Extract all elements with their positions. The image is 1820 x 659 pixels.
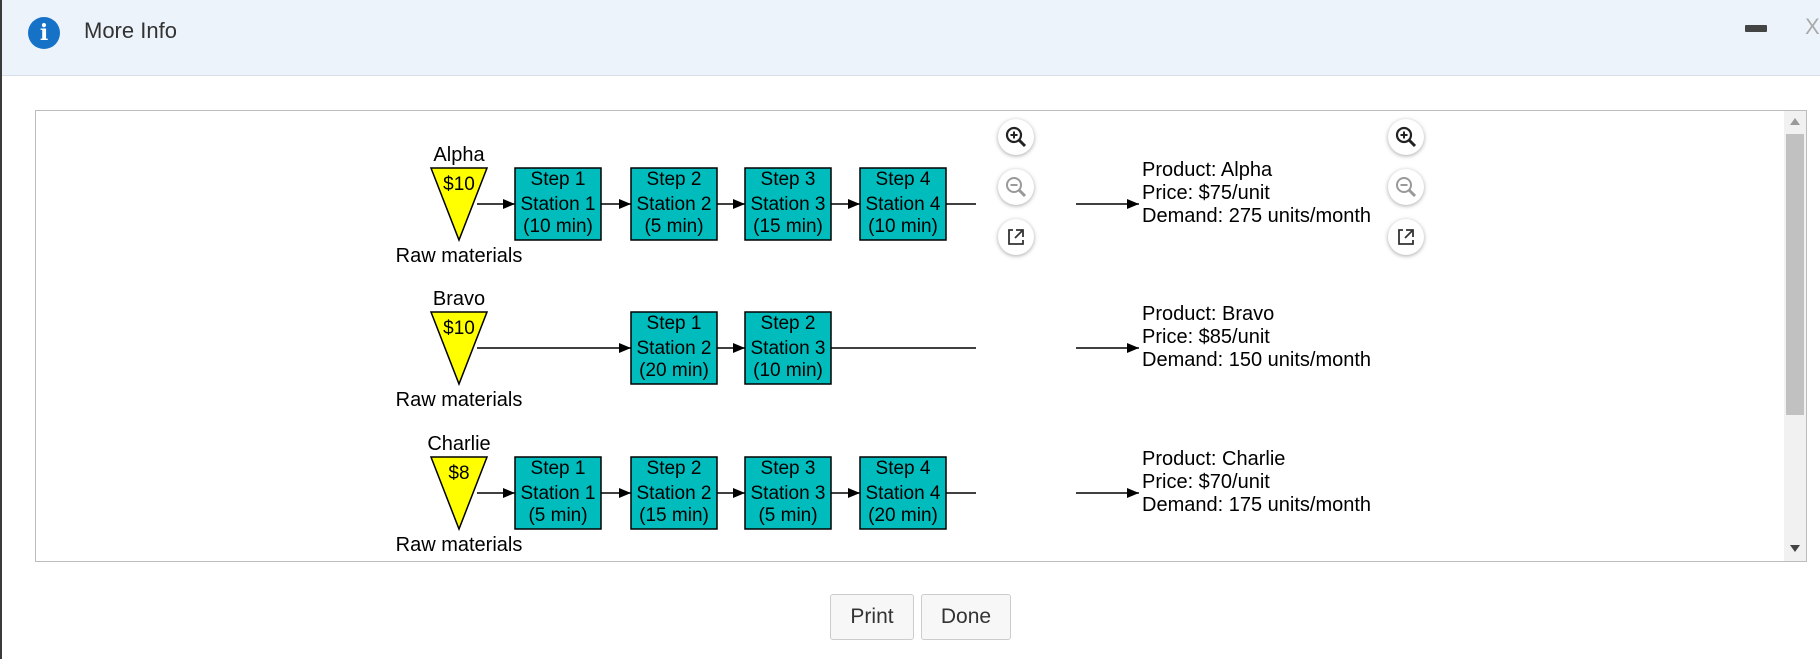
zoom-out-button[interactable]: [1388, 169, 1424, 205]
close-button[interactable]: X: [1805, 14, 1820, 39]
step-label: Step 4: [876, 458, 931, 479]
step-time-label: (10 min): [523, 216, 593, 237]
station-box: [744, 456, 832, 530]
step-label: Step 4: [876, 169, 931, 190]
station-box: [514, 456, 602, 530]
done-button[interactable]: Done: [921, 594, 1011, 640]
open-external-icon: [1398, 229, 1414, 245]
step-time-label: (20 min): [639, 360, 709, 381]
step-time-label: (15 min): [753, 216, 823, 237]
step-label: Step 1: [647, 313, 702, 334]
raw-material-triangle: [429, 456, 489, 532]
open-external-button[interactable]: [1388, 219, 1424, 255]
minimize-icon[interactable]: [1745, 25, 1767, 32]
step-label: Step 1: [531, 458, 586, 479]
step-label: Step 2: [647, 169, 702, 190]
station-box: [630, 311, 718, 385]
open-external-button[interactable]: [998, 219, 1034, 255]
station-box: [859, 456, 947, 530]
product-info-line: Demand: 175 units/month: [1142, 494, 1371, 516]
scroll-up-arrow-icon[interactable]: [1790, 118, 1800, 125]
step-time-label: (20 min): [868, 505, 938, 526]
station-label: Station 2: [637, 194, 712, 215]
product-name-label: Alpha: [433, 144, 485, 166]
raw-material-cost: $10: [443, 174, 475, 195]
product-info-line: Price: $70/unit: [1142, 471, 1270, 493]
vertical-scrollbar[interactable]: [1784, 111, 1806, 561]
station-box: [514, 167, 602, 241]
scrollbar-thumb[interactable]: [1786, 134, 1804, 415]
product-info-line: Demand: 275 units/month: [1142, 205, 1371, 227]
product-info-line: Product: Charlie: [1142, 448, 1285, 470]
open-external-icon: [1008, 229, 1024, 245]
product-name-label: Bravo: [433, 288, 485, 310]
station-box: [630, 167, 718, 241]
station-label: Station 3: [751, 483, 826, 504]
station-box: [859, 167, 947, 241]
step-label: Step 2: [761, 313, 816, 334]
window-edge: [0, 0, 2, 659]
raw-material-cost: $10: [443, 318, 475, 339]
station-label: Station 4: [866, 483, 941, 504]
zoom-out-button[interactable]: [998, 169, 1034, 205]
zoom-out-icon: [1006, 177, 1027, 198]
zoom-in-icon: [1005, 126, 1027, 148]
step-time-label: (5 min): [758, 505, 817, 526]
zoom-in-button[interactable]: [1388, 119, 1424, 155]
step-label: Step 3: [761, 169, 816, 190]
print-button[interactable]: Print: [830, 594, 914, 640]
step-label: Step 2: [647, 458, 702, 479]
raw-material-cost: $8: [448, 463, 469, 484]
scroll-down-arrow-icon[interactable]: [1790, 545, 1800, 552]
raw-materials-label: Raw materials: [396, 389, 523, 411]
step-label: Step 1: [531, 169, 586, 190]
product-info-line: Product: Bravo: [1142, 303, 1274, 325]
raw-materials-label: Raw materials: [396, 534, 523, 556]
step-time-label: (5 min): [528, 505, 587, 526]
dialog-title: More Info: [84, 18, 177, 43]
raw-materials-label: Raw materials: [396, 245, 523, 267]
step-time-label: (15 min): [639, 505, 709, 526]
station-box: [744, 311, 832, 385]
step-label: Step 3: [761, 458, 816, 479]
station-label: Station 3: [751, 338, 826, 359]
zoom-out-icon: [1396, 177, 1417, 198]
product-name-label: Charlie: [427, 433, 490, 455]
product-info-line: Price: $85/unit: [1142, 326, 1270, 348]
step-time-label: (10 min): [868, 216, 938, 237]
station-box: [630, 456, 718, 530]
product-info-line: Price: $75/unit: [1142, 182, 1270, 204]
step-time-label: (5 min): [644, 216, 703, 237]
station-label: Station 3: [751, 194, 826, 215]
station-label: Station 4: [866, 194, 941, 215]
info-icon: i: [28, 17, 60, 49]
product-info-line: Product: Alpha: [1142, 159, 1273, 181]
station-label: Station 1: [521, 194, 596, 215]
station-box: [744, 167, 832, 241]
station-label: Station 2: [637, 483, 712, 504]
station-label: Station 2: [637, 338, 712, 359]
zoom-in-icon: [1395, 126, 1417, 148]
station-label: Station 1: [521, 483, 596, 504]
zoom-in-button[interactable]: [998, 119, 1034, 155]
product-info-line: Demand: 150 units/month: [1142, 349, 1371, 371]
raw-material-triangle: [429, 167, 489, 243]
dialog-header: i More Info X: [2, 0, 1820, 76]
step-time-label: (10 min): [753, 360, 823, 381]
raw-material-triangle: [429, 311, 489, 387]
